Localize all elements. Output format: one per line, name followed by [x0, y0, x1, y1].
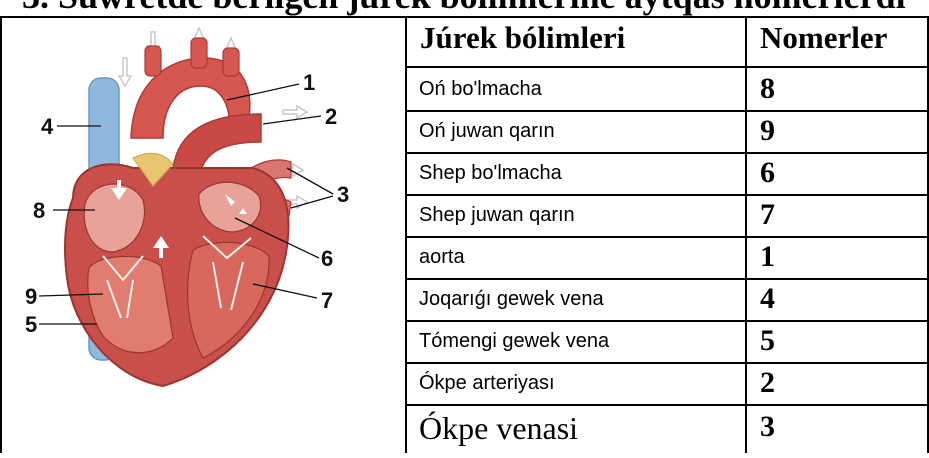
row-number-2: 9	[760, 114, 775, 148]
callout-4: 4	[41, 114, 53, 140]
heart-figure: 1 2 3 4 5 6 7 8 9	[3, 18, 405, 453]
left-border	[0, 16, 2, 453]
col-divider-1	[405, 16, 407, 453]
callout-1: 1	[303, 70, 315, 96]
row-line-2	[405, 110, 929, 112]
callout-9: 9	[25, 284, 37, 310]
left-ventricle	[188, 242, 270, 358]
row-number-3: 6	[760, 156, 775, 190]
row-line-4	[405, 194, 929, 196]
aorta-branch-3	[223, 48, 239, 76]
row-line-9	[405, 404, 929, 406]
row-part-4: Shep juwan qarın	[419, 204, 575, 226]
row-number-1: 8	[760, 72, 775, 106]
row-part-3: Shep bo'lmacha	[419, 162, 562, 184]
callout-8: 8	[33, 198, 45, 224]
callout-2: 2	[325, 104, 337, 130]
header-number: Nomerler	[760, 20, 887, 56]
row-number-6: 4	[760, 282, 775, 316]
row-line-6	[405, 278, 929, 280]
row-number-7: 5	[760, 324, 775, 358]
aorta-branch-2	[191, 38, 207, 68]
row-line-7	[405, 320, 929, 322]
row-line-3	[405, 152, 929, 154]
row-number-9: 3	[760, 410, 775, 444]
callout-5: 5	[25, 312, 37, 338]
col-divider-2	[745, 16, 747, 453]
callout-6: 6	[321, 246, 333, 272]
row-line-5	[405, 236, 929, 238]
aorta-branch-1	[145, 46, 161, 76]
callout-7: 7	[321, 288, 333, 314]
row-line-1	[405, 66, 929, 68]
row-part-9: Ókpe venasi	[419, 410, 578, 447]
heart-diagram	[3, 18, 405, 453]
row-line-8	[405, 362, 929, 364]
row-part-1: Oń bo'lmacha	[419, 78, 542, 100]
row-part-2: Oń juwan qarın	[419, 120, 555, 142]
row-part-7: Tómengi gewek vena	[419, 330, 609, 352]
header-part: Júrek bólimleri	[420, 20, 625, 56]
row-part-5: aorta	[419, 246, 465, 268]
row-number-4: 7	[760, 198, 775, 232]
row-number-5: 1	[760, 240, 775, 274]
row-number-8: 2	[760, 366, 775, 400]
row-part-8: Ókpe arteriyası	[419, 372, 555, 394]
callout-3: 3	[337, 182, 349, 208]
question-title: 3. Suwretde berilgen júrek bólimlerine a…	[22, 0, 929, 16]
row-part-6: Joqarıǵı gewek vena	[419, 288, 604, 310]
